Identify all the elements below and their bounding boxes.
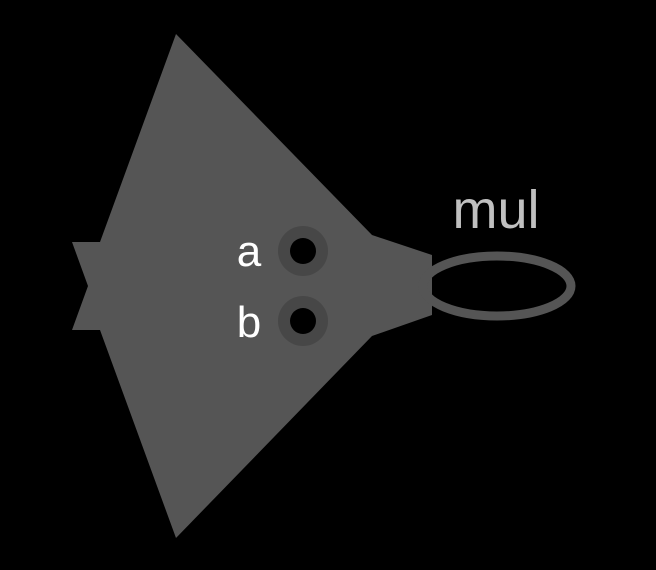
input-port-a-dot[interactable] — [290, 238, 316, 264]
input-label-b: b — [237, 298, 261, 347]
node-body[interactable] — [72, 34, 432, 538]
input-port-b[interactable] — [278, 296, 328, 346]
output-label: mul — [452, 180, 539, 240]
input-port-a[interactable] — [278, 226, 328, 276]
output-port-ring[interactable] — [418, 251, 576, 321]
input-label-a: a — [237, 227, 262, 276]
input-port-b-dot[interactable] — [290, 308, 316, 334]
